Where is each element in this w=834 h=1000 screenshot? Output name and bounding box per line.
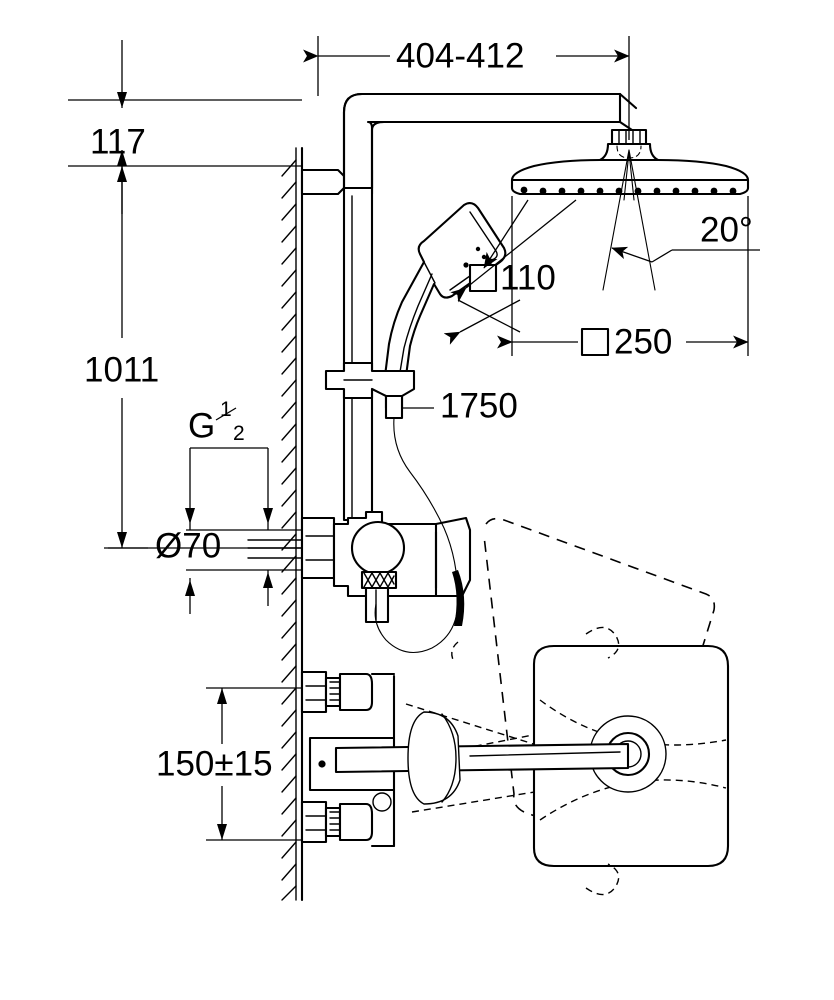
wall-hatching — [281, 159, 297, 901]
dimension-label-spray-angle: 20° — [700, 210, 753, 249]
dimension-label-projection: 404-412 — [396, 36, 524, 75]
dimension-label-height: 1011 — [84, 350, 159, 389]
dimension-label-head-depth: 110 — [500, 258, 556, 297]
dimension-label-hose: 1750 — [440, 386, 518, 425]
thread-label-g: G — [188, 406, 215, 445]
dimension-label-inlet-spacing: 150±15 — [156, 744, 273, 783]
knurl-hatch — [363, 572, 395, 588]
dimension-square-110: 110 — [450, 199, 577, 333]
dimension-117: 117 — [68, 40, 302, 214]
dimension-label-offset-top: 117 — [90, 122, 146, 161]
wall-section — [281, 146, 304, 902]
dimension-square-250: 250 — [497, 196, 749, 361]
dimension-label-diameter: Ø70 — [155, 526, 221, 565]
rotating-plate-detail — [334, 517, 730, 896]
hand-shower — [383, 202, 507, 385]
dimension-hose-1750: 1750 — [402, 386, 518, 425]
dimension-diameter-70: Ø70 — [108, 526, 221, 565]
leader-head-nozzles — [483, 199, 529, 269]
dimension-404-412: 404-412 — [303, 36, 630, 140]
dimension-1011: 1011 — [84, 166, 302, 549]
thread-label-denominator: 2 — [233, 422, 245, 445]
dimension-150-tol: 150±15 — [156, 687, 302, 841]
dimension-g-half-thread: G 1 2 — [185, 398, 303, 614]
head-shower — [510, 128, 750, 291]
riser-and-arm — [300, 92, 638, 522]
shower-hose — [374, 417, 459, 654]
dimension-angle-20: 20° — [611, 210, 760, 263]
thread-label-numerator: 1 — [220, 398, 232, 421]
dimension-label-head-width: 250 — [614, 322, 672, 361]
leader-hand-shower — [443, 299, 521, 345]
